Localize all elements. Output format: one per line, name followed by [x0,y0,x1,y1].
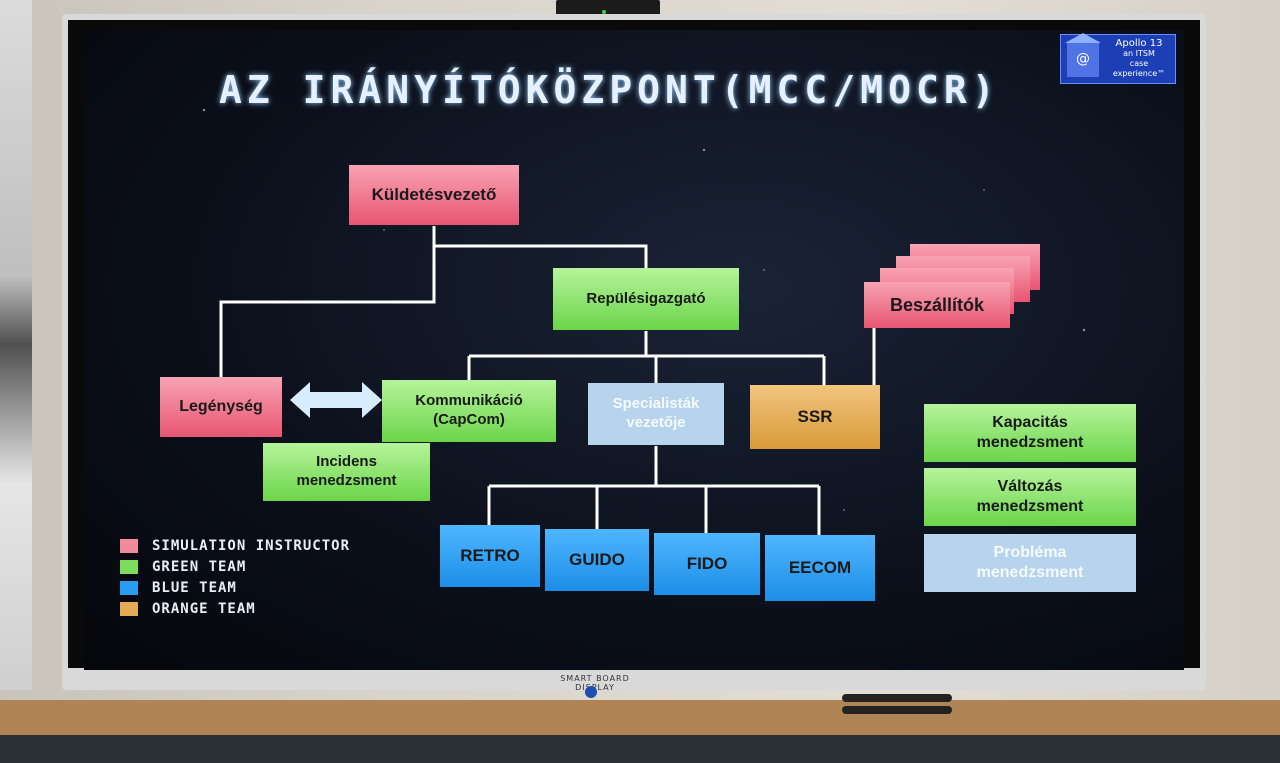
box-fido: FIDO [654,533,760,595]
logo-line-1: Apollo 13 [1115,38,1163,49]
problema-line-2: menedzsment [976,564,1084,581]
connector-lines [219,226,876,536]
incidens-line-1: Incidens [316,453,377,471]
presentation-slide: AZ IRÁNYÍTÓKÖZPONT(MCC/MOCR) @ Apollo 13… [84,30,1184,670]
wall-painting [0,0,32,690]
legend-item: BLUE TEAM [120,577,350,598]
box-repulesigazgato: Repülésigazgató [553,268,739,330]
valtozas-line-1: Változás [997,478,1063,495]
box-incidens: Incidens menedzsment [263,443,430,501]
box-guido: GUIDO [545,529,649,591]
legend-item: ORANGE TEAM [120,598,350,619]
floor [0,735,1280,763]
problema-line-1: Probléma [993,544,1067,561]
box-eecom: EECOM [765,535,875,601]
stylus-pen-1[interactable] [842,694,952,702]
logo-line-2: an ITSM [1123,49,1155,58]
legend-item: GREEN TEAM [120,556,350,577]
legend-swatch [120,601,138,616]
valtozas-line-2: menedzsment [976,498,1084,515]
apollo13-logo: @ Apollo 13 an ITSM case experience™ [1060,33,1176,84]
box-kuldetesvezeto: Küldetésvezető [349,165,519,225]
legend-item: SIMULATION INSTRUCTOR [120,535,350,556]
specialistak-line-1: Specialisták [612,395,700,413]
stylus-pen-2[interactable] [842,706,952,714]
logo-line-4: experience™ [1112,69,1166,78]
at-house-icon: @ [1065,33,1101,77]
legend-label: ORANGE TEAM [152,600,256,617]
box-retro: RETRO [440,525,540,587]
incidens-line-2: menedzsment [296,472,397,489]
legend-label: SIMULATION INSTRUCTOR [152,537,351,554]
double-arrow-icon [290,382,382,418]
box-kapacitas: Kapacitás menedzsment [924,404,1136,462]
legend-swatch [120,580,138,595]
box-legenyseg: Legénység [160,377,282,437]
kapacitas-line-2: menedzsment [976,434,1084,451]
legend-swatch [120,538,138,553]
power-icon[interactable] [585,686,597,698]
slide-title: AZ IRÁNYÍTÓKÖZPONT(MCC/MOCR) [219,68,1000,112]
legend: SIMULATION INSTRUCTOR GREEN TEAM BLUE TE… [120,535,350,619]
box-valtozas: Változás menedzsment [924,468,1136,526]
kommunikacio-line-1: Kommunikáció [415,392,523,410]
legend-label: GREEN TEAM [152,558,247,575]
box-beszallitok: Beszállítók [864,282,1010,328]
legend-label: BLUE TEAM [152,579,237,596]
box-problema: Probléma menedzsment [924,534,1136,592]
webcam-led [602,10,606,14]
kommunikacio-line-2: (CapCom) [433,411,505,428]
specialistak-line-2: vezetője [626,414,686,431]
box-kommunikacio: Kommunikáció (CapCom) [382,380,556,442]
kapacitas-line-1: Kapacitás [992,414,1068,431]
box-ssr: SSR [750,385,880,449]
legend-swatch [120,559,138,574]
box-specialistak: Specialisták vezetője [588,383,724,445]
logo-line-3: case [1129,59,1149,68]
